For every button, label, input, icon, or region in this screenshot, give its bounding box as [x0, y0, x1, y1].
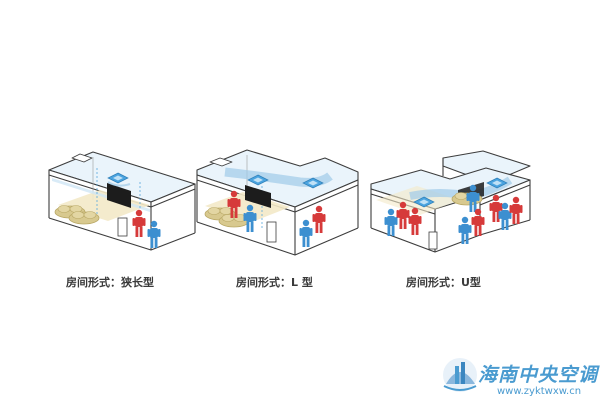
watermark-url: www.zyktwxw.cn — [497, 386, 582, 397]
room-u-shape-interior — [376, 176, 523, 250]
watermark-name: 海南中央空调 — [478, 364, 599, 386]
caption-u-shape: 房间形式：U型 — [406, 276, 481, 289]
caption-narrow: 房间形式：狭长型 — [66, 276, 154, 289]
watermark-logo — [443, 358, 477, 392]
caption-l-shape: 房间形式：L 型 — [236, 276, 313, 289]
room-narrow-interior — [52, 168, 161, 248]
room-l-shape-interior — [204, 167, 333, 247]
